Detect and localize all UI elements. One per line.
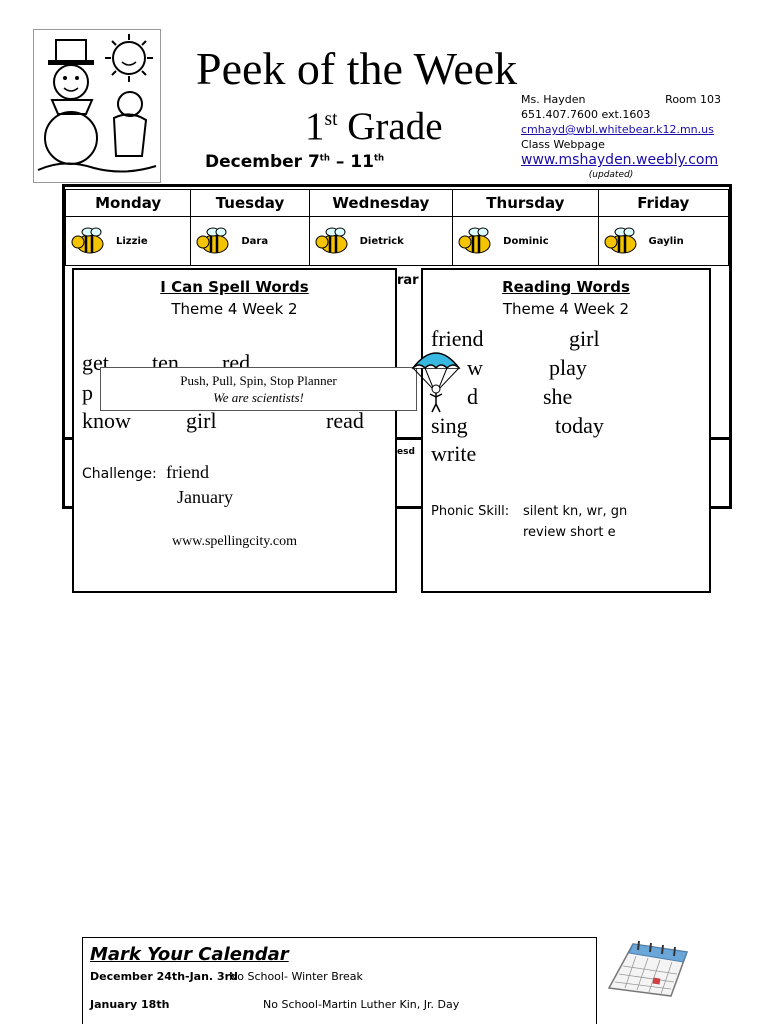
challenge-word: January bbox=[177, 487, 233, 507]
spelling-word: read bbox=[326, 408, 364, 433]
student-cell: Dietrick bbox=[308, 216, 454, 266]
page-title: Peek of the Week bbox=[196, 43, 518, 94]
updated-note: (updated) bbox=[588, 170, 634, 180]
email-link[interactable]: cmhayd@wbl.whitebear.k12.mn.us bbox=[521, 123, 714, 136]
reading-word: play bbox=[549, 355, 587, 380]
student-cell: Lizzie bbox=[64, 216, 192, 266]
reading-word: write bbox=[431, 441, 477, 466]
spelling-word: p bbox=[82, 380, 93, 405]
phonic-skill: silent kn, wr, gn bbox=[523, 504, 628, 519]
calendar-title: Mark Your Calendar bbox=[90, 944, 289, 965]
webpage-label: Class Webpage bbox=[521, 138, 605, 151]
reading-word: girl bbox=[569, 326, 600, 351]
reading-word: friend bbox=[431, 326, 484, 351]
event-description: No School-Martin Luther Kin, Jr. Day bbox=[263, 998, 460, 1011]
week-dates: December 7th – 11th bbox=[205, 152, 385, 172]
day-header: Tuesday bbox=[190, 189, 310, 217]
week-table-frame bbox=[62, 184, 732, 509]
day-header: Friday bbox=[597, 189, 730, 217]
student-cell: Dominic bbox=[452, 216, 599, 266]
bee-icon bbox=[315, 227, 348, 254]
challenge-word: friend bbox=[166, 462, 209, 482]
website-link[interactable]: www.mshayden.weebly.com bbox=[521, 152, 719, 168]
planner-subtitle: We are scientists! bbox=[213, 390, 304, 405]
reading-title: Reading Words bbox=[502, 278, 630, 296]
snowman-clipart bbox=[33, 29, 161, 183]
bee-icon bbox=[196, 227, 229, 254]
spelling-title: I Can Spell Words bbox=[160, 278, 309, 296]
reading-word: today bbox=[555, 413, 604, 438]
student-cell: Dara bbox=[190, 216, 310, 266]
event-date: December 24th-Jan. 3rd bbox=[90, 970, 238, 983]
week-table: Monday Tuesday Wednesday Thursday Friday… bbox=[64, 189, 730, 266]
phonic-review: review short e bbox=[523, 525, 616, 540]
reading-subtitle: Theme 4 Week 2 bbox=[502, 300, 630, 318]
calendar-box bbox=[82, 937, 597, 1024]
teacher-contact: Ms. Hayden Room 103 651.407.7600 ext.1603… bbox=[521, 92, 721, 183]
bee-icon bbox=[71, 227, 104, 254]
spelling-website: www.spellingcity.com bbox=[172, 534, 297, 549]
parachute-icon bbox=[410, 344, 462, 419]
day-header: Wednesday bbox=[308, 189, 454, 217]
grade-heading: 1st Grade bbox=[305, 105, 443, 148]
challenge-label: Challenge: bbox=[82, 466, 157, 482]
phonic-label: Phonic Skill: bbox=[431, 504, 510, 519]
teacher-name: Ms. Hayden bbox=[521, 93, 586, 106]
spelling-panel: I Can Spell Words Theme 4 Week 2 get ten… bbox=[72, 268, 397, 593]
table-divider bbox=[65, 437, 729, 440]
reading-word: w bbox=[467, 355, 483, 380]
science-planner: Push, Pull, Spin, Stop Planner We are sc… bbox=[100, 367, 417, 411]
reading-word: d bbox=[467, 384, 478, 409]
room-number: Room 103 bbox=[665, 93, 721, 106]
planner-title: Push, Pull, Spin, Stop Planner bbox=[180, 373, 337, 388]
event-date: January 18th bbox=[90, 998, 170, 1011]
student-cell: Gaylin bbox=[597, 216, 730, 266]
event-description: No School- Winter Break bbox=[229, 970, 363, 983]
phone-number: 651.407.7600 ext.1603 bbox=[521, 108, 651, 121]
reading-word: she bbox=[543, 384, 573, 409]
day-header: Monday bbox=[64, 189, 192, 217]
bee-icon bbox=[604, 227, 637, 254]
bee-icon bbox=[458, 227, 491, 254]
table-fragment: rar bbox=[397, 273, 419, 288]
calendar-icon bbox=[603, 938, 693, 1005]
table-fragment: esd bbox=[397, 447, 415, 457]
reading-panel: Reading Words Theme 4 Week 2 friend w d … bbox=[421, 268, 711, 593]
day-header: Thursday bbox=[452, 189, 599, 217]
spelling-word: know bbox=[82, 408, 131, 433]
spelling-word: girl bbox=[186, 408, 217, 433]
reading-word: sing bbox=[431, 413, 468, 438]
spelling-subtitle: Theme 4 Week 2 bbox=[171, 300, 298, 318]
